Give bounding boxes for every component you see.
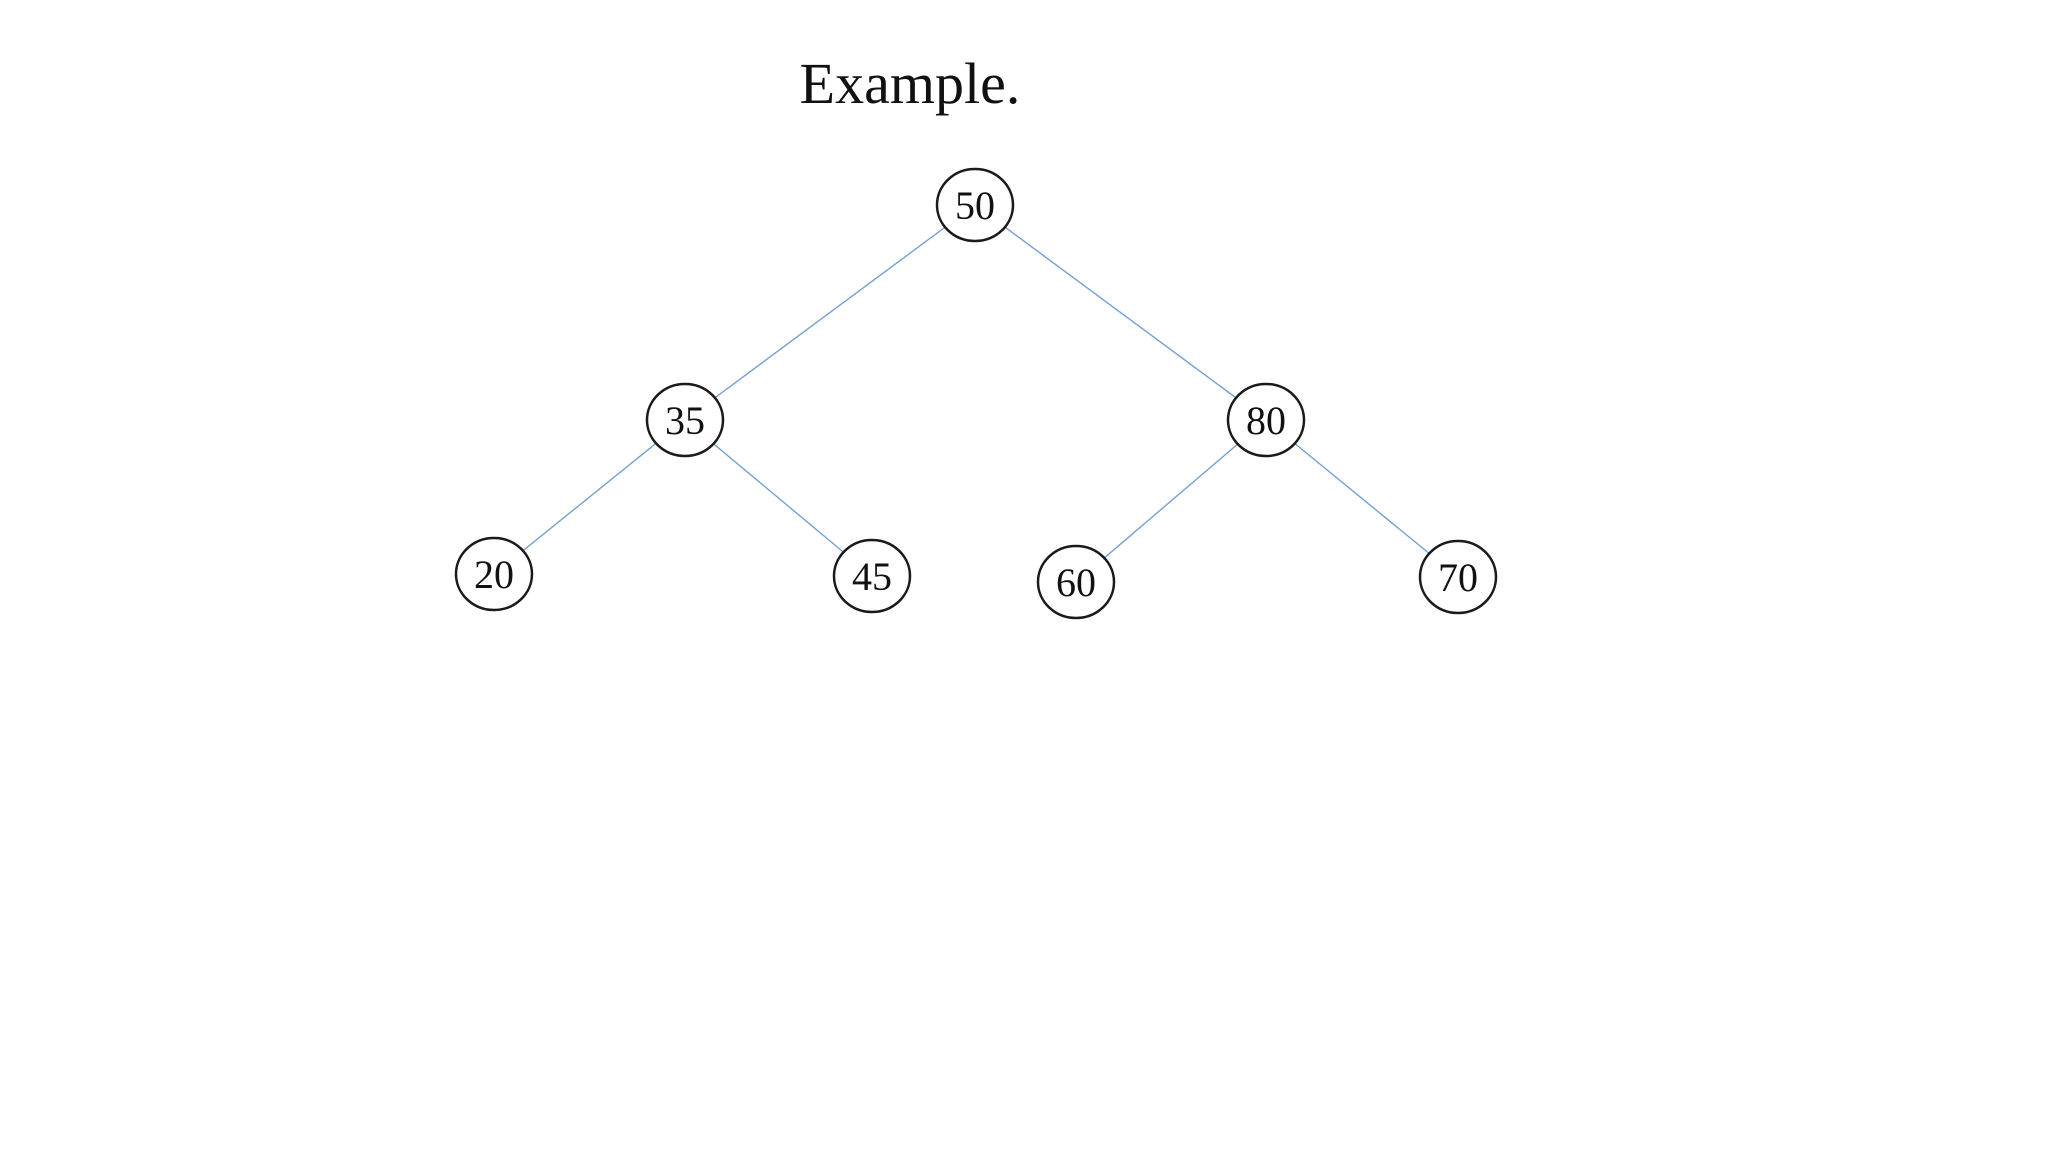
tree-edge-80-60 (1075, 419, 1267, 583)
tree-node-45: 45 (832, 538, 912, 614)
tree-node-circle-45 (832, 538, 912, 614)
tree-edges (493, 204, 1459, 583)
tree-node-circle-70 (1418, 539, 1498, 615)
tree-node-35: 35 (645, 382, 725, 458)
tree-node-80: 80 (1226, 382, 1306, 458)
tree-edge-35-45 (684, 419, 873, 577)
tree-node-50: 50 (935, 167, 1015, 243)
tree-nodes: 50 35 80 20 45 60 70 (454, 167, 1498, 620)
tree-node-circle-60 (1036, 544, 1116, 620)
tree-node-label-35: 35 (665, 398, 705, 443)
tree-node-label-60: 60 (1056, 560, 1096, 605)
tree-node-circle-50 (935, 167, 1015, 243)
tree-node-circle-80 (1226, 382, 1306, 458)
slide-title: Example. (799, 51, 1021, 116)
tree-edge-80-70 (1265, 419, 1459, 578)
tree-node-60: 60 (1036, 544, 1116, 620)
tree-edge-50-80 (974, 204, 1267, 421)
tree-node-circle-20 (454, 536, 534, 612)
tree-node-70: 70 (1418, 539, 1498, 615)
tree-edge-35-20 (493, 419, 686, 575)
tree-node-label-45: 45 (852, 554, 892, 599)
tree-node-label-70: 70 (1438, 555, 1478, 600)
tree-edge-50-35 (684, 204, 976, 421)
tree-node-label-80: 80 (1246, 398, 1286, 443)
tree-node-label-20: 20 (474, 552, 514, 597)
tree-node-label-50: 50 (955, 183, 995, 228)
tree-node-circle-35 (645, 382, 725, 458)
tree-node-20: 20 (454, 536, 534, 612)
